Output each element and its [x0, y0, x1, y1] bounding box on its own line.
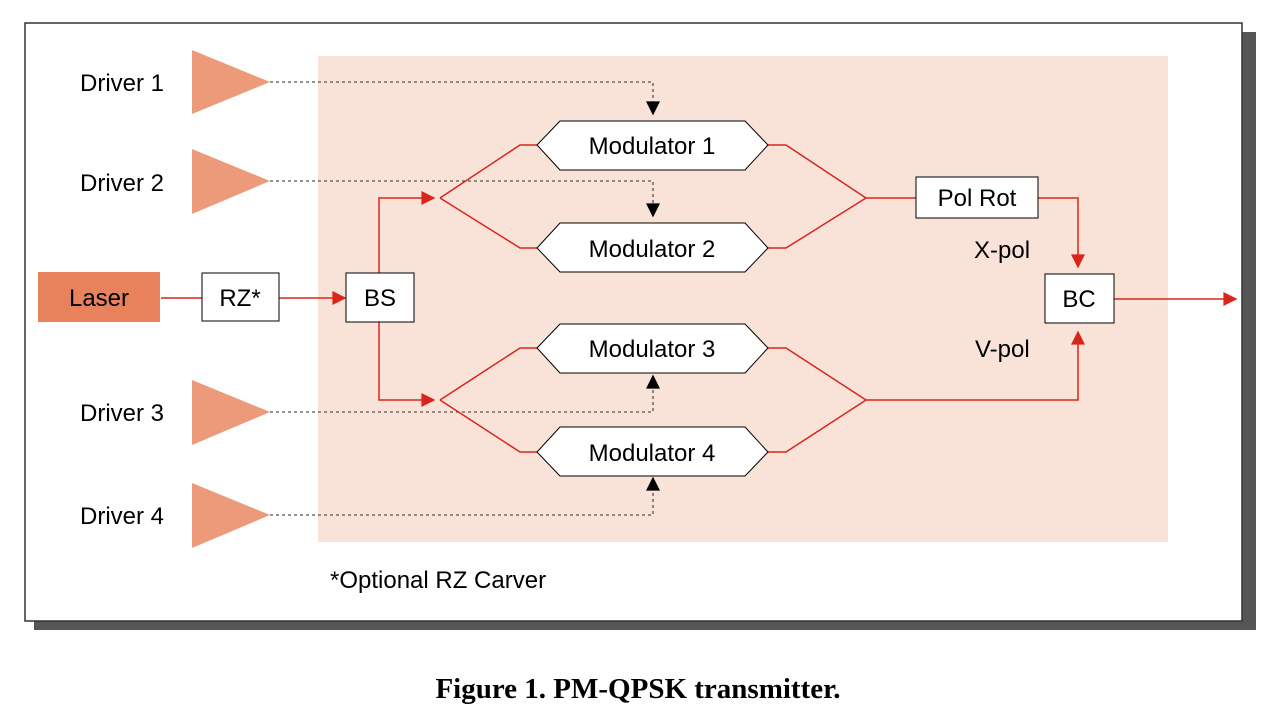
pol-rot-box: [915, 176, 1039, 219]
footnote: *Optional RZ Carver: [330, 567, 546, 594]
driver-4-label: Driver 4: [80, 503, 164, 530]
lower-split-1: [439, 347, 537, 401]
upper-split-2: [439, 197, 537, 249]
bs-upper-arrow: [378, 191, 436, 274]
driver-1-label: Driver 1: [80, 70, 164, 97]
rz-box: [201, 272, 280, 322]
upper-combine-2: [768, 197, 867, 249]
lower-split-2: [439, 399, 537, 453]
v-pol-label: V-pol: [975, 336, 1030, 363]
figure-caption: Figure 1. PM-QPSK transmitter.: [435, 673, 840, 705]
driver-1-line: [270, 81, 660, 116]
modulator-3-label: Modulator 3: [589, 336, 716, 363]
optical-paths: [161, 144, 1238, 453]
driver-3-label: Driver 3: [80, 400, 164, 427]
rz-label: RZ*: [219, 285, 260, 312]
laser-box: [38, 272, 160, 322]
modulator-1-box: [536, 120, 769, 171]
bc-box: [1044, 273, 1115, 324]
upper-split-1: [439, 144, 537, 199]
pol-rot-to-bc-arrow: [1038, 197, 1085, 269]
upper-combine-1: [768, 144, 867, 199]
modulator-3-box: [536, 323, 769, 374]
driver-2-label: Driver 2: [80, 170, 164, 197]
modulators: Modulator 1 Modulator 2 Modulator 3 Modu…: [536, 120, 769, 477]
modulator-4-box: [536, 426, 769, 477]
driver-3-amplifier-icon: [192, 380, 270, 445]
modulator-4-label: Modulator 4: [589, 440, 716, 467]
modulator-1-label: Modulator 1: [589, 133, 716, 160]
x-pol-label: X-pol: [974, 237, 1030, 264]
modulator-2-label: Modulator 2: [589, 236, 716, 263]
laser-label: Laser: [69, 285, 129, 312]
lower-combine-1: [768, 347, 867, 401]
driver-2-line: [270, 180, 660, 218]
drivers: Driver 1 Driver 2 Driver 3 Driver 4: [80, 50, 270, 548]
driver-control-lines: [270, 81, 660, 516]
bs-label: BS: [364, 285, 396, 312]
bs-lower-arrow: [378, 322, 436, 407]
driver-3-line: [270, 374, 660, 413]
bc-label: BC: [1062, 286, 1095, 313]
driver-4-line: [270, 476, 660, 516]
driver-2-amplifier-icon: [192, 149, 270, 214]
pol-rot-label: Pol Rot: [938, 185, 1017, 212]
lower-combine-2: [768, 399, 867, 453]
modulator-2-box: [536, 222, 769, 273]
driver-4-amplifier-icon: [192, 483, 270, 548]
lower-to-bc-arrow: [866, 330, 1085, 401]
driver-1-amplifier-icon: [192, 50, 270, 114]
bs-box: [345, 272, 415, 323]
